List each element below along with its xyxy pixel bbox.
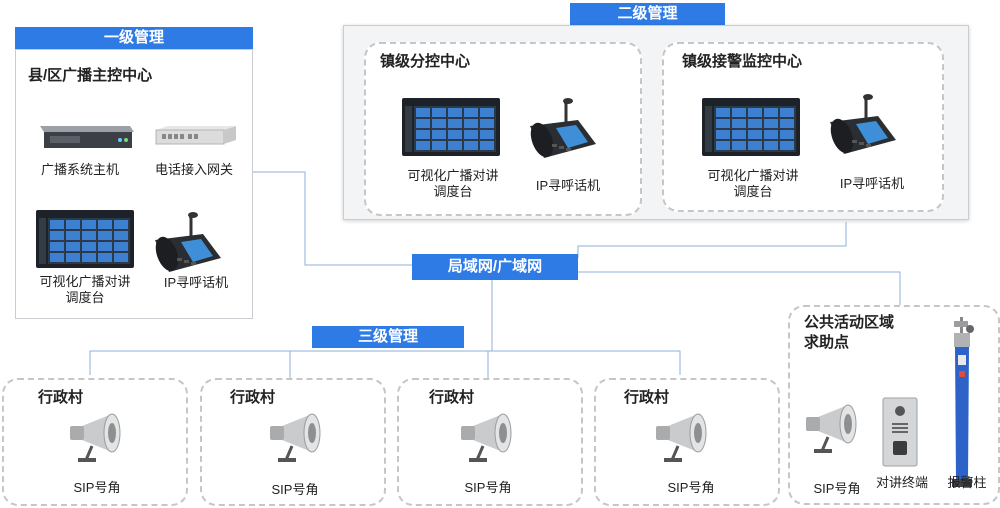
ip-phone-icon bbox=[530, 98, 596, 158]
intercom-terminal-icon bbox=[882, 397, 918, 467]
alarm-pillar-icon bbox=[952, 317, 974, 487]
village-device-label: SIP号角 bbox=[464, 480, 512, 495]
level2-item-label: 可视化广播对讲 调度台 bbox=[407, 168, 499, 199]
ip-phone-icon bbox=[155, 212, 221, 272]
village-device-label: SIP号角 bbox=[73, 480, 121, 495]
village-title: 行政村 bbox=[230, 389, 276, 406]
village-box: 行政村 SIP号角 bbox=[594, 378, 780, 506]
level1-center-title: 县/区广播主控中心 bbox=[28, 67, 153, 84]
level1-panel: 县/区广播主控中心 广播系统主机 电话接入网关 可视化广播对讲 调度台 bbox=[15, 49, 253, 319]
sip-horn-icon bbox=[270, 413, 321, 462]
level2-center-title: 镇级分控中心 bbox=[380, 53, 471, 70]
public-area-title: 公共活动区域 求助点 bbox=[804, 314, 895, 351]
village-box: 行政村 SIP号角 bbox=[200, 378, 386, 506]
level1-tag: 一级管理 bbox=[15, 27, 253, 49]
level2-center-box: 镇级分控中心 可视化广播对讲 调度台 IP寻呼话机 bbox=[364, 42, 642, 216]
dispatch-console-icon bbox=[702, 98, 800, 156]
public-area-box: 公共活动区域 求助点 SIP号角 对讲终端 报警柱 bbox=[788, 305, 1000, 505]
public-area-item-label: SIP号角 bbox=[813, 481, 861, 496]
broadcast-host-icon bbox=[40, 126, 134, 148]
level1-item-label: 电话接入网关 bbox=[154, 162, 233, 177]
village-title: 行政村 bbox=[38, 389, 84, 406]
level3-tag: 三级管理 bbox=[312, 326, 464, 348]
network-label: 局域网/广域网 bbox=[412, 254, 578, 280]
village-device-label: SIP号角 bbox=[271, 482, 319, 497]
level2-center-title: 镇级接警监控中心 bbox=[682, 53, 803, 70]
village-box: 行政村 SIP号角 bbox=[2, 378, 188, 506]
sip-horn-icon bbox=[461, 413, 512, 462]
village-title: 行政村 bbox=[624, 389, 670, 406]
ip-phone-icon bbox=[830, 94, 896, 154]
level2-item-label: IP寻呼话机 bbox=[535, 178, 601, 193]
village-title: 行政村 bbox=[429, 389, 475, 406]
level2-center-box: 镇级接警监控中心 可视化广播对讲 调度台 IP寻呼话机 bbox=[662, 42, 944, 212]
dispatch-console-icon bbox=[36, 210, 134, 268]
village-device-label: SIP号角 bbox=[667, 480, 715, 495]
sip-horn-icon bbox=[656, 413, 707, 462]
sip-horn-icon bbox=[70, 413, 121, 462]
gateway-icon bbox=[155, 126, 236, 145]
level1-item-label: 可视化广播对讲 调度台 bbox=[39, 274, 131, 305]
dispatch-console-icon bbox=[402, 98, 500, 156]
level2-tag: 二级管理 bbox=[570, 3, 725, 25]
village-box: 行政村 SIP号角 bbox=[397, 378, 583, 506]
level2-item-label: IP寻呼话机 bbox=[839, 176, 905, 191]
level1-item-label: 广播系统主机 bbox=[40, 162, 119, 177]
level1-item-label: IP寻呼话机 bbox=[163, 275, 229, 290]
public-area-item-label: 报警柱 bbox=[947, 475, 987, 490]
level2-item-label: 可视化广播对讲 调度台 bbox=[707, 168, 799, 199]
public-area-item-label: 对讲终端 bbox=[875, 475, 928, 490]
sip-horn-icon bbox=[806, 404, 857, 453]
